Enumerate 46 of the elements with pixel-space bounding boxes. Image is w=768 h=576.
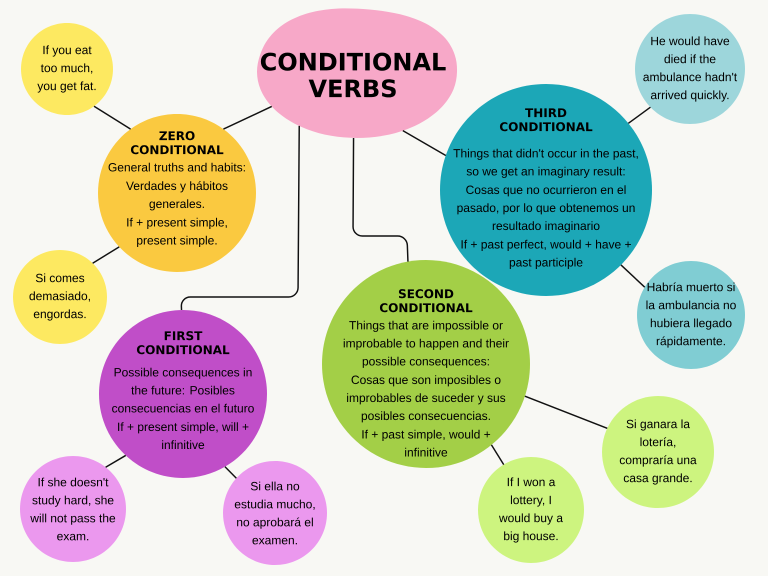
circle-heading: FIRST CONDITIONAL xyxy=(136,331,230,354)
example-text: He would have died if the ambulance hadn't arrived quickly. xyxy=(643,36,738,102)
example-text: Si ella no estudia mucho, no aprobará el examen. xyxy=(234,482,315,544)
example-text: If I won a lottery, I would buy a big house. xyxy=(498,477,563,543)
example-circle xyxy=(223,461,327,565)
body-text: If + present simple, will + infinitive xyxy=(118,422,248,450)
example-text: Habría muerto si la ambulancia no hubiera llegado rápidamente. xyxy=(646,282,736,348)
connector-line xyxy=(352,138,409,262)
body-text: Things that are impossible or improbable to happen and their possible consequences: xyxy=(344,320,509,368)
body-text: If + present simple, present simple. xyxy=(127,218,227,247)
connector-line xyxy=(524,395,608,430)
connector-line xyxy=(92,246,120,264)
example-text: If you eat too much, you get fat. xyxy=(37,45,96,93)
example-circle xyxy=(21,23,113,115)
example-circle xyxy=(478,457,584,563)
example-circle xyxy=(635,14,745,124)
body-text: Cosas que son imposibles o improbables de suceder y sus posibles consecuencias. xyxy=(347,375,506,422)
circle-heading: ZERO CONDITIONAL xyxy=(130,131,224,154)
example-circle xyxy=(20,456,126,562)
example-text: If she doesn't study hard, she will not pass the exam. xyxy=(30,478,116,540)
example-circle xyxy=(637,261,745,369)
topic-circle xyxy=(322,260,530,468)
body-text: Possible consequences in the future: Posibles consecuencias en el futuro xyxy=(112,368,254,413)
circle-heading: THIRD CONDITIONAL xyxy=(500,108,592,132)
example-text: Si ganara la lotería, compraría una casa grande. xyxy=(620,419,697,485)
body-text: Verdades y hábitos generales. xyxy=(126,181,228,210)
topic-circle xyxy=(99,310,267,478)
connector-line xyxy=(105,454,126,468)
body-text: If + past perfect, would + have + past participle xyxy=(462,240,631,269)
example-circle xyxy=(13,250,107,344)
circle-heading: SECOND CONDITIONAL xyxy=(380,289,472,312)
connector-line xyxy=(224,466,237,479)
example-text: Si comes demasiado, engordas. xyxy=(29,273,90,321)
body-text: General truths and habits: xyxy=(108,162,245,172)
body-text: Things that didn't occur in the past, so we get an imaginary result: xyxy=(453,148,638,178)
body-text: Cosas que no ocurrieron en el pasado, por lo que obtenemos un resultado imaginario xyxy=(457,185,635,232)
connector-line xyxy=(223,106,272,130)
connector-line xyxy=(490,444,504,465)
connector-line xyxy=(620,264,646,288)
connector-line xyxy=(94,106,131,130)
topic-circle xyxy=(98,114,256,272)
body-text: If + past simple, would + infinitive xyxy=(362,430,490,457)
connector-line xyxy=(628,106,651,124)
connector-line xyxy=(402,130,446,156)
title: CONDITIONAL VERBS xyxy=(260,52,446,98)
example-circle xyxy=(602,396,714,508)
